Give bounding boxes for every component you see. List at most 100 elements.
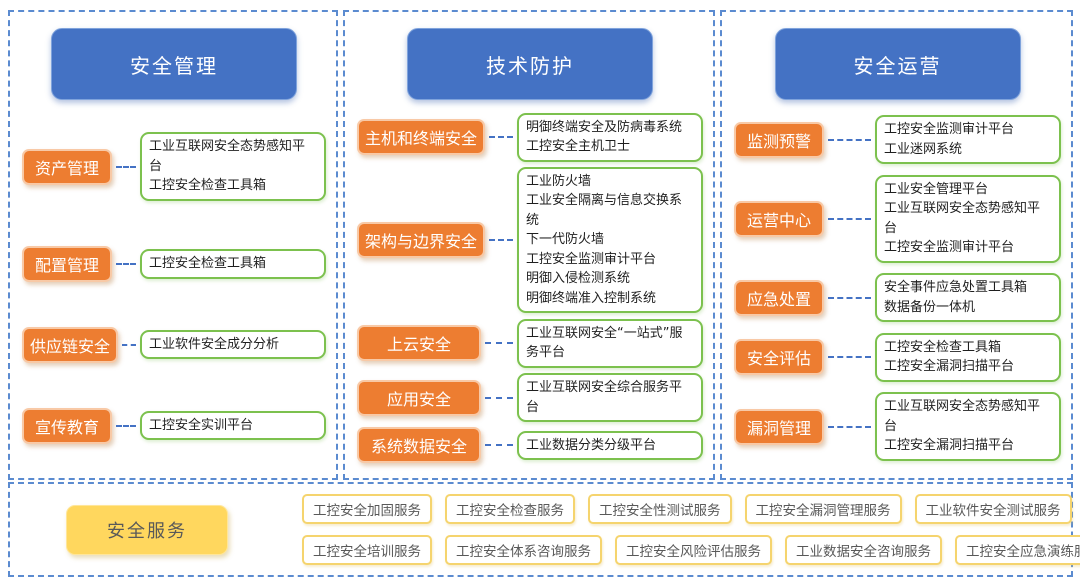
column-rows: 资产管理 工业互联网安全态势感知平台工控安全检查工具箱 配置管理 工控安全检查工… (22, 100, 326, 468)
service-chip: 工控安全漏洞管理服务 (744, 494, 902, 524)
product-item: 下一代防火墙 (526, 232, 605, 248)
category-label: 应急处置 (734, 279, 824, 316)
product-item: 工业互联网安全态势感知平台 (149, 139, 306, 174)
category-label: 配置管理 (22, 245, 112, 282)
column-panel-0: 安全管理 资产管理 工业互联网安全态势感知平台工控安全检查工具箱 配置管理 工控… (8, 10, 338, 480)
product-box: 明御终端安全及防病毒系统工控安全主机卫士 (517, 112, 703, 162)
product-box: 工业软件安全成分分析 (140, 329, 326, 360)
category-row: 运营中心 工业安全管理平台工业互联网安全态势感知平台工控安全监测审计平台 (734, 174, 1061, 263)
column-title: 安全管理 (51, 28, 297, 100)
category-label: 宣传教育 (22, 407, 112, 444)
dashed-connector-line (828, 425, 871, 428)
category-row: 架构与边界安全 工业防火墙工业安全隔离与信息交换系统下一代防火墙工控安全监测审计… (357, 166, 703, 314)
column-rows: 监测预警 工控安全监测审计平台工业迷网系统 运营中心 工业安全管理平台工业互联网… (734, 100, 1061, 468)
product-box: 工业防火墙工业安全隔离与信息交换系统下一代防火墙工控安全监测审计平台明御入侵检测… (517, 166, 703, 314)
service-chip: 工控安全加固服务 (302, 494, 432, 524)
category-row: 漏洞管理 工业互联网安全态势感知平台工控安全漏洞扫描平台 (734, 392, 1061, 461)
product-item: 工控安全检查工具箱 (149, 178, 267, 194)
product-box: 工控安全检查工具箱 (140, 249, 326, 279)
category-label: 安全评估 (734, 339, 824, 376)
service-chip: 工控安全体系咨询服务 (445, 535, 602, 565)
dashed-connector-line (116, 165, 136, 168)
dashed-connector-line (116, 424, 136, 427)
product-box: 工业数据分类分级平台 (517, 430, 703, 461)
product-item: 工业安全管理平台 (884, 181, 989, 197)
product-box: 工业互联网安全综合服务平台 (517, 373, 703, 423)
product-item: 工控安全监测审计平台 (884, 240, 1015, 256)
column-panel-1: 技术防护 主机和终端安全 明御终端安全及防病毒系统工控安全主机卫士 架构与边界安… (343, 10, 715, 480)
product-box: 工控安全检查工具箱工控安全漏洞扫描平台 (875, 332, 1061, 382)
product-item: 工控安全实训平台 (149, 417, 254, 433)
product-box: 工业互联网安全态势感知平台工控安全检查工具箱 (140, 132, 326, 201)
product-box: 工控安全监测审计平台工业迷网系统 (875, 115, 1061, 165)
category-label: 上云安全 (357, 325, 481, 362)
category-label: 架构与边界安全 (357, 222, 486, 259)
service-chip-row-0: 工控安全加固服务工控安全检查服务工控安全性测试服务工控安全漏洞管理服务工业软件安… (302, 494, 1080, 524)
dashed-connector-line (485, 396, 513, 399)
services-panel: 安全服务 工控安全加固服务工控安全检查服务工控安全性测试服务工控安全漏洞管理服务… (8, 482, 1080, 577)
category-row: 应用安全 工业互联网安全综合服务平台 (357, 373, 703, 423)
dashed-connector-line (485, 342, 513, 345)
product-item: 工控安全监测审计平台 (526, 251, 657, 267)
service-chip-row-1: 工控安全培训服务工控安全体系咨询服务工控安全风险评估服务工业数据安全咨询服务工控… (302, 535, 1080, 565)
service-chip: 工业数据安全咨询服务 (785, 535, 942, 565)
product-item: 明御入侵检测系统 (526, 271, 631, 287)
dashed-connector-line (485, 444, 513, 447)
column-rows: 主机和终端安全 明御终端安全及防病毒系统工控安全主机卫士 架构与边界安全 工业防… (357, 100, 703, 468)
product-item: 工控安全监测审计平台 (884, 122, 1015, 138)
category-label: 漏洞管理 (734, 408, 824, 445)
product-box: 安全事件应急处置工具箱数据备份一体机 (875, 273, 1061, 323)
product-box: 工业安全管理平台工业互联网安全态势感知平台工控安全监测审计平台 (875, 174, 1061, 263)
category-label: 监测预警 (734, 121, 824, 158)
product-item: 工控安全检查工具箱 (884, 339, 1002, 355)
product-item: 安全事件应急处置工具箱 (884, 280, 1028, 296)
product-box: 工业互联网安全“一站式”服务平台 (517, 318, 703, 368)
services-title: 安全服务 (66, 504, 228, 555)
category-row: 系统数据安全 工业数据分类分级平台 (357, 427, 703, 464)
dashed-connector-line (828, 217, 871, 220)
product-item: 工业互联网安全态势感知平台 (884, 399, 1041, 434)
category-row: 主机和终端安全 明御终端安全及防病毒系统工控安全主机卫士 (357, 112, 703, 162)
service-chip: 工控安全性测试服务 (588, 494, 732, 524)
product-box: 工业互联网安全态势感知平台工控安全漏洞扫描平台 (875, 392, 1061, 461)
service-chips-area: 工控安全加固服务工控安全检查服务工控安全性测试服务工控安全漏洞管理服务工业软件安… (302, 494, 1080, 565)
product-item: 工业互联网安全综合服务平台 (526, 380, 683, 415)
category-label: 运营中心 (734, 200, 824, 237)
product-item: 数据备份一体机 (884, 299, 976, 315)
category-label: 主机和终端安全 (357, 119, 486, 156)
category-row: 应急处置 安全事件应急处置工具箱数据备份一体机 (734, 273, 1061, 323)
product-item: 工控安全漏洞扫描平台 (884, 359, 1015, 375)
category-row: 供应链安全 工业软件安全成分分析 (22, 326, 326, 363)
category-row: 上云安全 工业互联网安全“一站式”服务平台 (357, 318, 703, 368)
category-row: 监测预警 工控安全监测审计平台工业迷网系统 (734, 115, 1061, 165)
column-title: 技术防护 (407, 28, 653, 100)
product-box: 工控安全实训平台 (140, 410, 326, 441)
category-row: 安全评估 工控安全检查工具箱工控安全漏洞扫描平台 (734, 332, 1061, 382)
product-item: 工控安全主机卫士 (526, 139, 631, 155)
product-item: 工控安全检查工具箱 (149, 256, 267, 272)
dashed-connector-line (828, 356, 871, 359)
product-item: 明御终端准入控制系统 (526, 290, 657, 306)
service-chip: 工控安全培训服务 (302, 535, 432, 565)
product-item: 工业互联网安全态势感知平台 (884, 201, 1041, 236)
category-label: 系统数据安全 (357, 427, 481, 464)
service-chip: 工控安全检查服务 (445, 494, 575, 524)
column-panel-2: 安全运营 监测预警 工控安全监测审计平台工业迷网系统 运营中心 工业安全管理平台… (720, 10, 1073, 480)
product-item: 工控安全漏洞扫描平台 (884, 438, 1015, 454)
category-label: 供应链安全 (22, 326, 119, 363)
category-row: 配置管理 工控安全检查工具箱 (22, 245, 326, 282)
column-title: 安全运营 (774, 28, 1021, 100)
dashed-connector-line (489, 239, 513, 242)
category-label: 资产管理 (22, 148, 112, 185)
service-chip: 工业软件安全测试服务 (914, 494, 1072, 524)
service-chip: 工控安全风险评估服务 (615, 535, 772, 565)
product-item: 明御终端安全及防病毒系统 (526, 119, 683, 135)
product-item: 工业安全隔离与信息交换系统 (526, 193, 683, 228)
dashed-connector-line (828, 296, 871, 299)
product-item: 工业迷网系统 (884, 141, 963, 157)
dashed-connector-line (489, 136, 513, 139)
dashed-connector-line (828, 138, 871, 141)
product-item: 工业防火墙 (526, 173, 592, 189)
columns-area: 安全管理 资产管理 工业互联网安全态势感知平台工控安全检查工具箱 配置管理 工控… (8, 10, 1073, 480)
